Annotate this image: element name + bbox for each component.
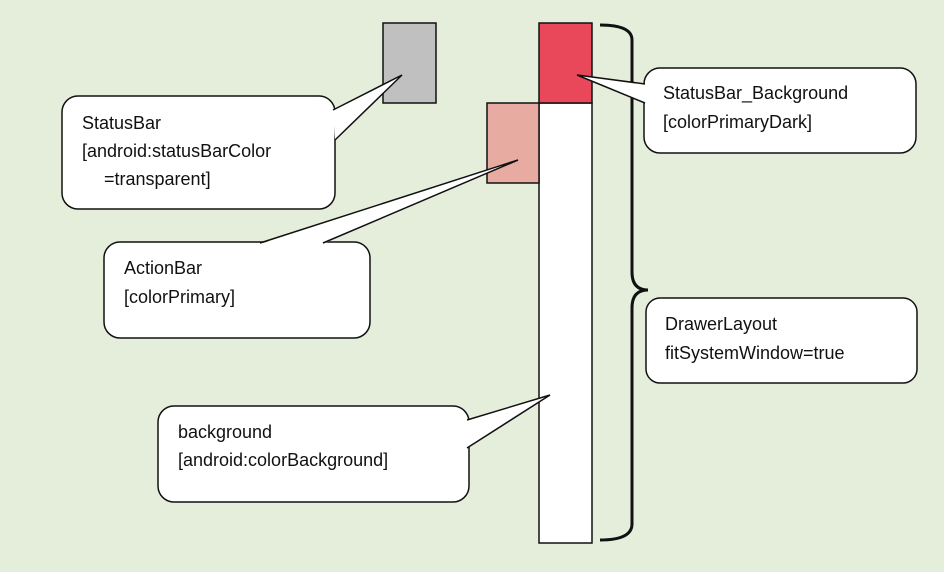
statusbar-background-callout-title: StatusBar_Background	[663, 83, 848, 104]
content-column	[538, 102, 593, 544]
statusbar-background-callout-attr: [colorPrimaryDark]	[663, 112, 812, 132]
drawerlayout-callout: DrawerLayout fitSystemWindow=true	[645, 297, 918, 384]
background-callout-title: background	[178, 422, 272, 442]
background-callout-attr: [android:colorBackground]	[178, 450, 388, 470]
background-callout: background [android:colorBackground]	[157, 394, 551, 503]
actionbar-block	[486, 102, 540, 184]
background-callout-box	[157, 405, 470, 503]
statusbar-callout-attr: [android:statusBarColor	[82, 141, 271, 161]
drawerlayout-brace	[599, 23, 649, 542]
drawerlayout-callout-attr: fitSystemWindow=true	[665, 343, 845, 363]
statusbar-callout-box	[61, 95, 336, 210]
statusbar-callout: StatusBar [android:statusBarColor =trans…	[61, 74, 403, 210]
actionbar-callout-title: ActionBar	[124, 258, 202, 278]
actionbar-callout: ActionBar [colorPrimary]	[103, 159, 519, 339]
drawerlayout-callout-box	[645, 297, 918, 384]
statusbar-callout-value: =transparent]	[104, 169, 211, 189]
statusbar-background-callout-box	[643, 67, 917, 154]
statusbar-callout-title: StatusBar	[82, 113, 161, 133]
actionbar-callout-attr: [colorPrimary]	[124, 287, 235, 307]
drawerlayout-callout-title: DrawerLayout	[665, 314, 777, 334]
actionbar-callout-box	[103, 241, 371, 339]
statusbar-background-callout: StatusBar_Background [colorPrimaryDark]	[576, 67, 917, 154]
statusbar-background-block	[538, 22, 593, 104]
statusbar-block	[382, 22, 437, 104]
